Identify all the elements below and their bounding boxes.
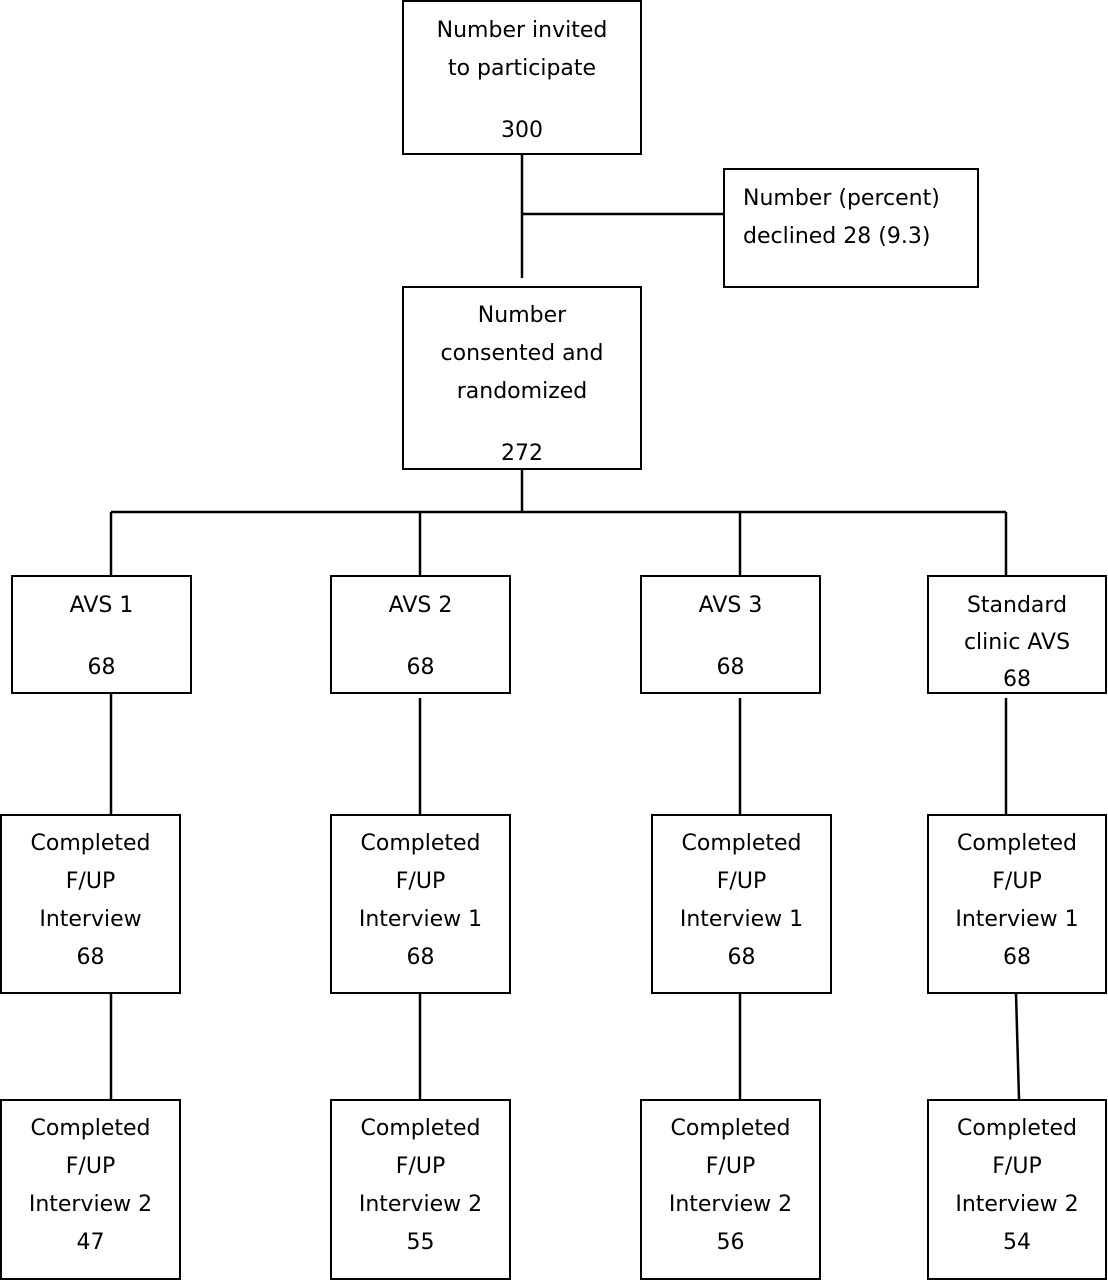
invited-count: 300 xyxy=(501,118,543,143)
followup-count: 56 xyxy=(716,1230,745,1255)
followup-label-line1: Completed xyxy=(681,831,802,856)
arm-label: AVS 3 xyxy=(698,593,763,618)
arm-label: AVS 2 xyxy=(388,593,453,618)
arm-box-standard-clinic: Standard clinic AVS 68 xyxy=(927,575,1107,694)
followup-count: 68 xyxy=(1003,945,1031,970)
followup-label-line3: Interview 1 xyxy=(679,907,804,932)
arm-count: 68 xyxy=(87,655,116,680)
arm-label-line2: clinic AVS xyxy=(963,630,1071,655)
invited-label-line1: Number invited xyxy=(436,18,608,43)
followup-label-line1: Completed xyxy=(360,1116,481,1141)
followup-label-line2: F/UP xyxy=(65,1154,116,1179)
arm-label-line1: Standard xyxy=(966,593,1068,618)
followup-label-line1: Completed xyxy=(30,831,151,856)
followup-count: 68 xyxy=(727,945,756,970)
followup-count: 68 xyxy=(76,945,105,970)
consented-count: 272 xyxy=(501,441,543,466)
arm-box-avs-3: AVS 3 68 xyxy=(640,575,821,694)
followup-count: 68 xyxy=(406,945,435,970)
followup1-box-avs-2: Completed F/UP Interview 1 68 xyxy=(330,814,511,994)
followup1-box-avs-1: Completed F/UP Interview 68 xyxy=(0,814,181,994)
declined-box: Number (percent) declined 28 (9.3) xyxy=(723,168,979,288)
followup-label-line1: Completed xyxy=(957,1116,1077,1141)
followup-label-line3: Interview 2 xyxy=(955,1192,1079,1217)
connector-fu1-fu2-4 xyxy=(1014,993,1021,1100)
arm-count: 68 xyxy=(1003,667,1031,692)
declined-label-line2: declined 28 (9.3) xyxy=(743,224,931,249)
followup-label-line2: F/UP xyxy=(992,1154,1042,1179)
followup-label-line2: F/UP xyxy=(395,1154,446,1179)
followup-label-line2: F/UP xyxy=(716,869,767,894)
consented-label-line2: consented and xyxy=(440,341,604,366)
followup-label-line1: Completed xyxy=(360,831,481,856)
followup-label-line2: F/UP xyxy=(992,869,1042,894)
followup2-box-avs-1: Completed F/UP Interview 2 47 xyxy=(0,1099,181,1280)
followup-count: 55 xyxy=(406,1230,435,1255)
followup-count: 54 xyxy=(1003,1230,1031,1255)
followup-label-line1: Completed xyxy=(670,1116,791,1141)
followup-label-line1: Completed xyxy=(30,1116,151,1141)
consented-box: Number consented and randomized 272 xyxy=(402,286,642,470)
arm-box-avs-1: AVS 1 68 xyxy=(11,575,192,694)
arm-count: 68 xyxy=(406,655,435,680)
consented-label-line1: Number xyxy=(477,303,567,328)
followup-label-line3: Interview 1 xyxy=(955,907,1079,932)
followup-label-line3: Interview 1 xyxy=(358,907,483,932)
followup2-box-avs-3: Completed F/UP Interview 2 56 xyxy=(640,1099,821,1280)
followup2-box-avs-2: Completed F/UP Interview 2 55 xyxy=(330,1099,511,1280)
followup2-box-standard-clinic: Completed F/UP Interview 2 54 xyxy=(927,1099,1107,1280)
followup-label-line3: Interview 2 xyxy=(28,1192,153,1217)
consented-label-line3: randomized xyxy=(456,379,588,404)
invited-box: Number invited to participate 300 xyxy=(402,0,642,155)
arm-count: 68 xyxy=(716,655,745,680)
followup-label-line2: F/UP xyxy=(705,1154,756,1179)
followup-label-line2: F/UP xyxy=(395,869,446,894)
followup-count: 47 xyxy=(76,1230,105,1255)
declined-label-line1: Number (percent) xyxy=(743,186,940,211)
followup1-box-standard-clinic: Completed F/UP Interview 1 68 xyxy=(927,814,1107,994)
followup1-box-avs-3: Completed F/UP Interview 1 68 xyxy=(651,814,832,994)
followup-label-line3: Interview 2 xyxy=(668,1192,793,1217)
followup-label-line2: F/UP xyxy=(65,869,116,894)
arm-box-avs-2: AVS 2 68 xyxy=(330,575,511,694)
followup-label-line3: Interview xyxy=(39,907,142,932)
arm-label: AVS 1 xyxy=(69,593,134,618)
followup-label-line1: Completed xyxy=(957,831,1077,856)
followup-label-line3: Interview 2 xyxy=(358,1192,483,1217)
invited-label-line2: to participate xyxy=(447,56,597,81)
